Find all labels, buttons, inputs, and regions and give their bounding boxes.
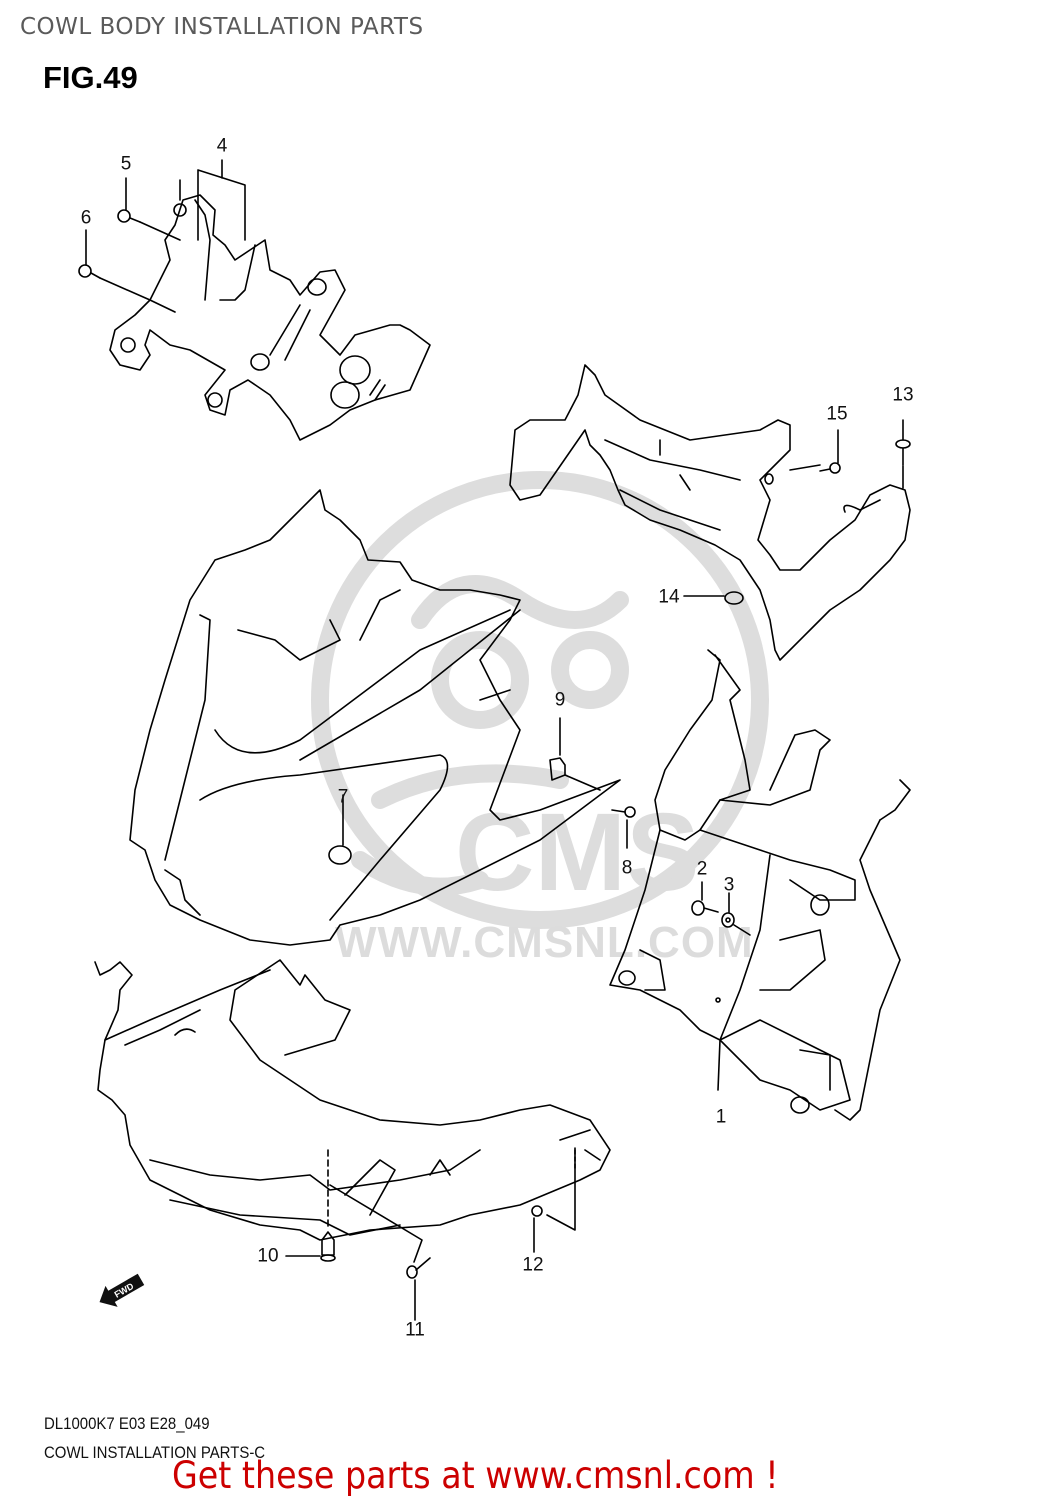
screw-13-drawing <box>895 419 911 489</box>
callout-13[interactable]: 13 <box>892 384 914 406</box>
callout-2[interactable]: 2 <box>696 858 708 880</box>
fastener-15-drawing <box>819 429 841 474</box>
washer-3-drawing <box>721 892 751 936</box>
callout-15[interactable]: 15 <box>826 403 848 425</box>
callout-8[interactable]: 8 <box>621 857 633 879</box>
callout-11[interactable]: 11 <box>405 1319 425 1341</box>
callout-9[interactable]: 9 <box>554 689 566 711</box>
callout-7[interactable]: 7 <box>337 786 349 808</box>
callout-6[interactable]: 6 <box>80 207 92 229</box>
callout-14[interactable]: 14 <box>658 586 680 608</box>
nut-clip-9-drawing <box>549 717 601 791</box>
fastener-10-drawing <box>285 1149 336 1262</box>
promo-link[interactable]: Get these parts at www.cmsnl.com ! <box>172 1454 779 1497</box>
callout-10[interactable]: 10 <box>257 1245 279 1267</box>
meter-bracket-part <box>109 179 431 441</box>
cushion-14-drawing <box>683 591 744 605</box>
callout-1[interactable]: 1 <box>715 1106 727 1128</box>
screw-6-drawing <box>78 264 176 313</box>
diagram-name: COWL INSTALLATION PARTS-C <box>44 1443 266 1462</box>
callout-12[interactable]: 12 <box>522 1254 544 1276</box>
callout-5[interactable]: 5 <box>120 153 132 175</box>
figure-label: FIG.49 <box>43 60 138 95</box>
bolt-2-drawing <box>691 881 719 916</box>
screw-8-drawing <box>611 806 636 849</box>
watermark-text: WWW.CMSNL.COM <box>335 918 754 967</box>
inner-cowl-part <box>509 364 911 661</box>
lower-cowl-part <box>94 959 611 1241</box>
grommet-7-drawing <box>328 794 352 865</box>
upper-cowl-body-part <box>129 489 621 946</box>
screw-5-drawing <box>117 209 181 241</box>
diagram-code: DL1000K7 E03 E28_049 <box>44 1414 210 1433</box>
fastener-12-drawing <box>531 1147 576 1253</box>
callout-4[interactable]: 4 <box>216 135 228 157</box>
page-title: COWL BODY INSTALLATION PARTS <box>20 14 424 40</box>
callout-3[interactable]: 3 <box>723 874 735 896</box>
cowl-brace-frame-part <box>609 649 911 1121</box>
fwd-arrow-icon: FWD <box>99 1273 145 1307</box>
screw-11-drawing <box>329 1184 431 1321</box>
forward-direction-arrow: FWD <box>94 1268 146 1312</box>
